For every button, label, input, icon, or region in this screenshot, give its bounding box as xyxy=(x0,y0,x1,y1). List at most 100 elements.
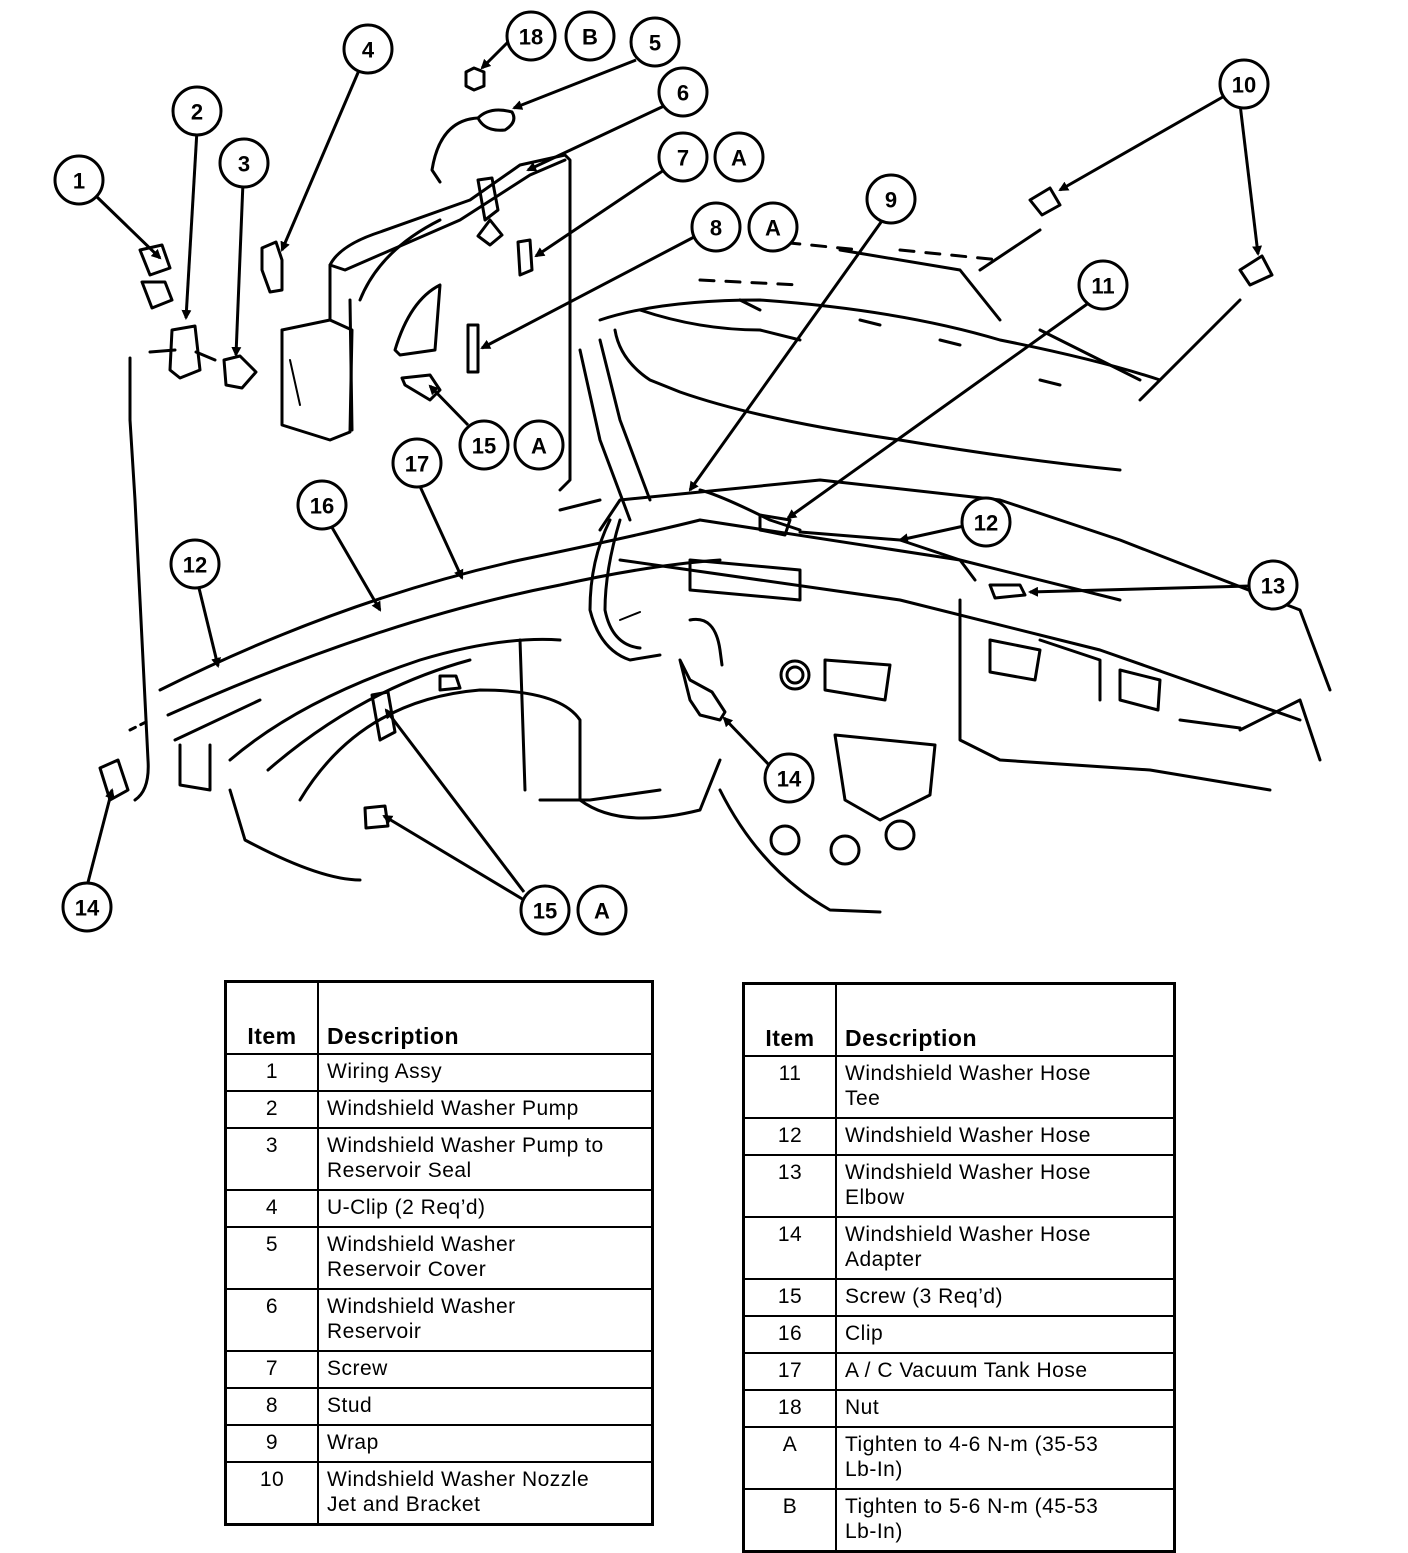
item-number: 3 xyxy=(224,1126,319,1191)
item-description: Clip xyxy=(835,1314,1176,1354)
item-description: Windshield Washer Hose Adapter xyxy=(835,1215,1176,1280)
item-description: Windshield Washer Hose Tee xyxy=(835,1054,1176,1119)
svg-text:A: A xyxy=(765,216,781,241)
wheel-housing xyxy=(298,688,722,820)
item-description: Nut xyxy=(835,1388,1176,1428)
svg-text:11: 11 xyxy=(1091,274,1114,299)
item-description: Windshield Washer Nozzle Jet and Bracket xyxy=(317,1460,654,1525)
item-description: Windshield Washer Hose Elbow xyxy=(835,1153,1176,1218)
table-header-row: Item Description xyxy=(742,982,1176,1057)
callout-6: 6 xyxy=(657,66,709,118)
item-description: A / C Vacuum Tank Hose xyxy=(835,1351,1176,1391)
callout-18: 18 xyxy=(505,10,557,62)
item-number: B xyxy=(742,1487,837,1552)
svg-text:9: 9 xyxy=(885,188,897,213)
callout-8: 8 xyxy=(690,201,742,253)
item-description: Windshield Washer Pump xyxy=(317,1089,654,1129)
item-number: 4 xyxy=(224,1188,319,1228)
svg-text:18: 18 xyxy=(519,25,543,50)
item-number: A xyxy=(742,1425,837,1490)
item-number: 16 xyxy=(742,1314,837,1354)
callout-14-right: 14 xyxy=(763,752,815,804)
svg-text:6: 6 xyxy=(677,81,689,106)
item-number: 8 xyxy=(224,1386,319,1426)
leader-lines xyxy=(84,38,1263,902)
item-number: 2 xyxy=(224,1089,319,1129)
item-description: Stud xyxy=(317,1386,654,1426)
left-washer-hose xyxy=(128,356,150,802)
callout-17: 17 xyxy=(391,437,443,489)
callout-10: 10 xyxy=(1218,58,1270,110)
item-description: Screw xyxy=(317,1349,654,1389)
callout-12-left: 12 xyxy=(169,538,221,590)
callout-2: 2 xyxy=(171,85,223,137)
item-description: Screw (3 Req’d) xyxy=(835,1277,1176,1317)
callout-1: 1 xyxy=(53,154,105,206)
callout-16: 16 xyxy=(296,479,348,531)
description-column-header: Description xyxy=(835,982,1176,1057)
callout-8-torque-a: A xyxy=(747,201,799,253)
callout-15-upper: 15 xyxy=(458,419,510,471)
windshield-opening xyxy=(598,298,1162,382)
item-column-header: Item xyxy=(742,982,837,1057)
item-description: Windshield Washer Reservoir Cover xyxy=(317,1225,654,1290)
item-number: 17 xyxy=(742,1351,837,1391)
svg-text:A: A xyxy=(594,899,610,924)
svg-text:15: 15 xyxy=(472,434,496,459)
callout-15-lower-torque-a: A xyxy=(576,884,628,936)
item-number: 14 xyxy=(742,1215,837,1280)
callout-3: 3 xyxy=(218,137,270,189)
svg-text:8: 8 xyxy=(710,216,722,241)
svg-text:4: 4 xyxy=(362,38,375,63)
exploded-parts-diagram: 1 2 3 4 18 B 5 6 7 A 8 A 9 10 11 15 A 17… xyxy=(53,10,1332,936)
svg-text:7: 7 xyxy=(677,146,689,171)
svg-text:16: 16 xyxy=(310,494,334,519)
svg-text:10: 10 xyxy=(1232,73,1256,98)
nut-18 xyxy=(464,66,486,92)
item-number: 11 xyxy=(742,1054,837,1119)
svg-text:1: 1 xyxy=(73,169,85,194)
item-number: 5 xyxy=(224,1225,319,1290)
item-number: 18 xyxy=(742,1388,837,1428)
svg-text:A: A xyxy=(731,146,747,171)
svg-text:B: B xyxy=(582,25,598,50)
svg-text:14: 14 xyxy=(777,767,802,792)
item-description: Wiring Assy xyxy=(317,1052,654,1092)
callout-15-lower: 15 xyxy=(519,884,571,936)
callout-9: 9 xyxy=(865,173,917,225)
reservoir-cover xyxy=(476,108,516,132)
svg-text:A: A xyxy=(531,434,547,459)
u-clip xyxy=(260,240,284,294)
svg-text:5: 5 xyxy=(649,31,661,56)
item-number: 6 xyxy=(224,1287,319,1352)
svg-text:14: 14 xyxy=(75,896,100,921)
item-description: Tighten to 5-6 N-m (45-53 Lb-In) xyxy=(835,1487,1176,1552)
callout-18-torque-b: B xyxy=(564,10,616,62)
svg-text:17: 17 xyxy=(405,452,429,477)
callout-7: 7 xyxy=(657,131,709,183)
callout-12-right: 12 xyxy=(960,496,1012,548)
svg-text:13: 13 xyxy=(1261,574,1285,599)
svg-text:12: 12 xyxy=(183,553,207,578)
item-number: 7 xyxy=(224,1349,319,1389)
item-description: U-Clip (2 Req’d) xyxy=(317,1188,654,1228)
callout-4: 4 xyxy=(342,23,394,75)
